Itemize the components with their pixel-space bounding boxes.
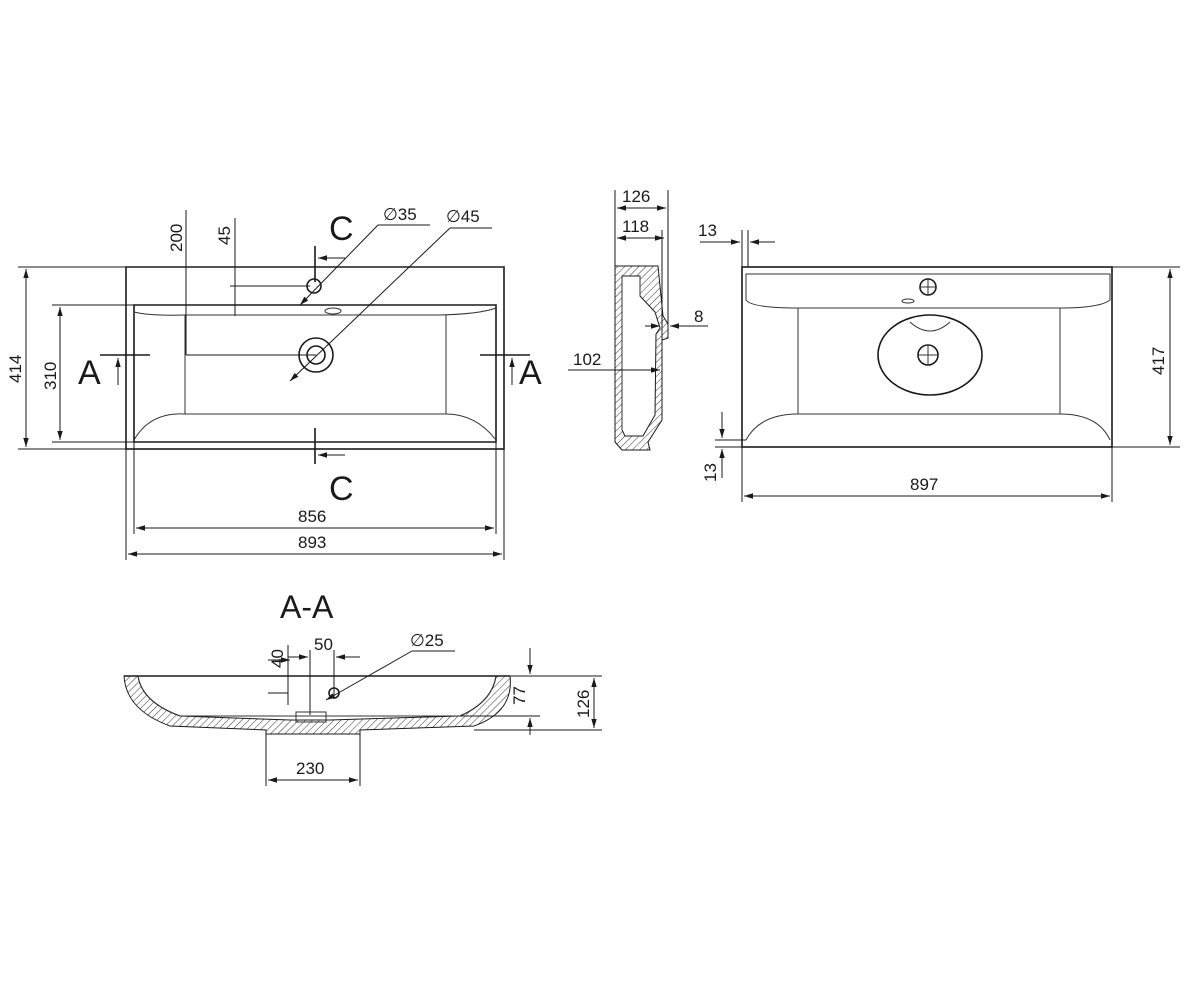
dim-310: 310 — [41, 362, 60, 390]
bowl-lower-curve — [133, 413, 497, 441]
section-title: A-A — [280, 589, 334, 625]
bowl-outline — [133, 304, 497, 443]
top-view: 200 45 ∅35 ∅45 C C A A 414 — [6, 205, 542, 560]
dim-front-13-top: 13 — [698, 221, 717, 240]
section-c-bottom-label: C — [329, 470, 354, 508]
dim-front-417: 417 — [1149, 347, 1168, 375]
dim-section-40: 40 — [268, 649, 287, 668]
dim-section-126: 126 — [574, 690, 593, 718]
bowl-inner-curve — [133, 307, 497, 316]
section-a-left-label: A — [78, 354, 101, 392]
section-c-top-label: C — [329, 210, 354, 248]
dim-section-77: 77 — [510, 686, 529, 705]
dim-front-13-bottom: 13 — [701, 463, 720, 482]
dim-200: 200 — [167, 224, 186, 252]
front-view: 13 13 417 897 — [698, 221, 1180, 502]
section-shell-hatched — [123, 675, 511, 735]
dim-section-230: 230 — [296, 759, 324, 778]
dim-856: 856 — [298, 507, 326, 526]
front-bowl — [877, 314, 983, 396]
side-profile-hatched — [614, 265, 669, 451]
dim-side-118: 118 — [622, 217, 649, 236]
basin-outline — [125, 266, 505, 450]
dim-dia45: ∅45 — [446, 207, 480, 226]
dim-side-126: 126 — [622, 187, 650, 206]
dim-45: 45 — [215, 226, 234, 245]
dim-section-dia25: ∅25 — [410, 631, 444, 650]
front-overflow — [901, 298, 915, 304]
section-a-a: A-A 40 50 ∅25 77 126 23 — [123, 589, 602, 786]
dim-dia35: ∅35 — [383, 205, 417, 224]
dim-front-897: 897 — [910, 475, 938, 494]
overflow-slot — [324, 307, 342, 315]
dim-section-50: 50 — [314, 635, 333, 654]
dim-side-102: 102 — [573, 350, 601, 369]
dim-414: 414 — [6, 355, 25, 383]
section-a-right-label: A — [519, 354, 542, 392]
dim-893: 893 — [298, 533, 326, 552]
dim-side-8: 8 — [694, 307, 703, 326]
front-outline — [741, 266, 1113, 448]
side-view: 126 118 8 102 — [568, 187, 708, 451]
